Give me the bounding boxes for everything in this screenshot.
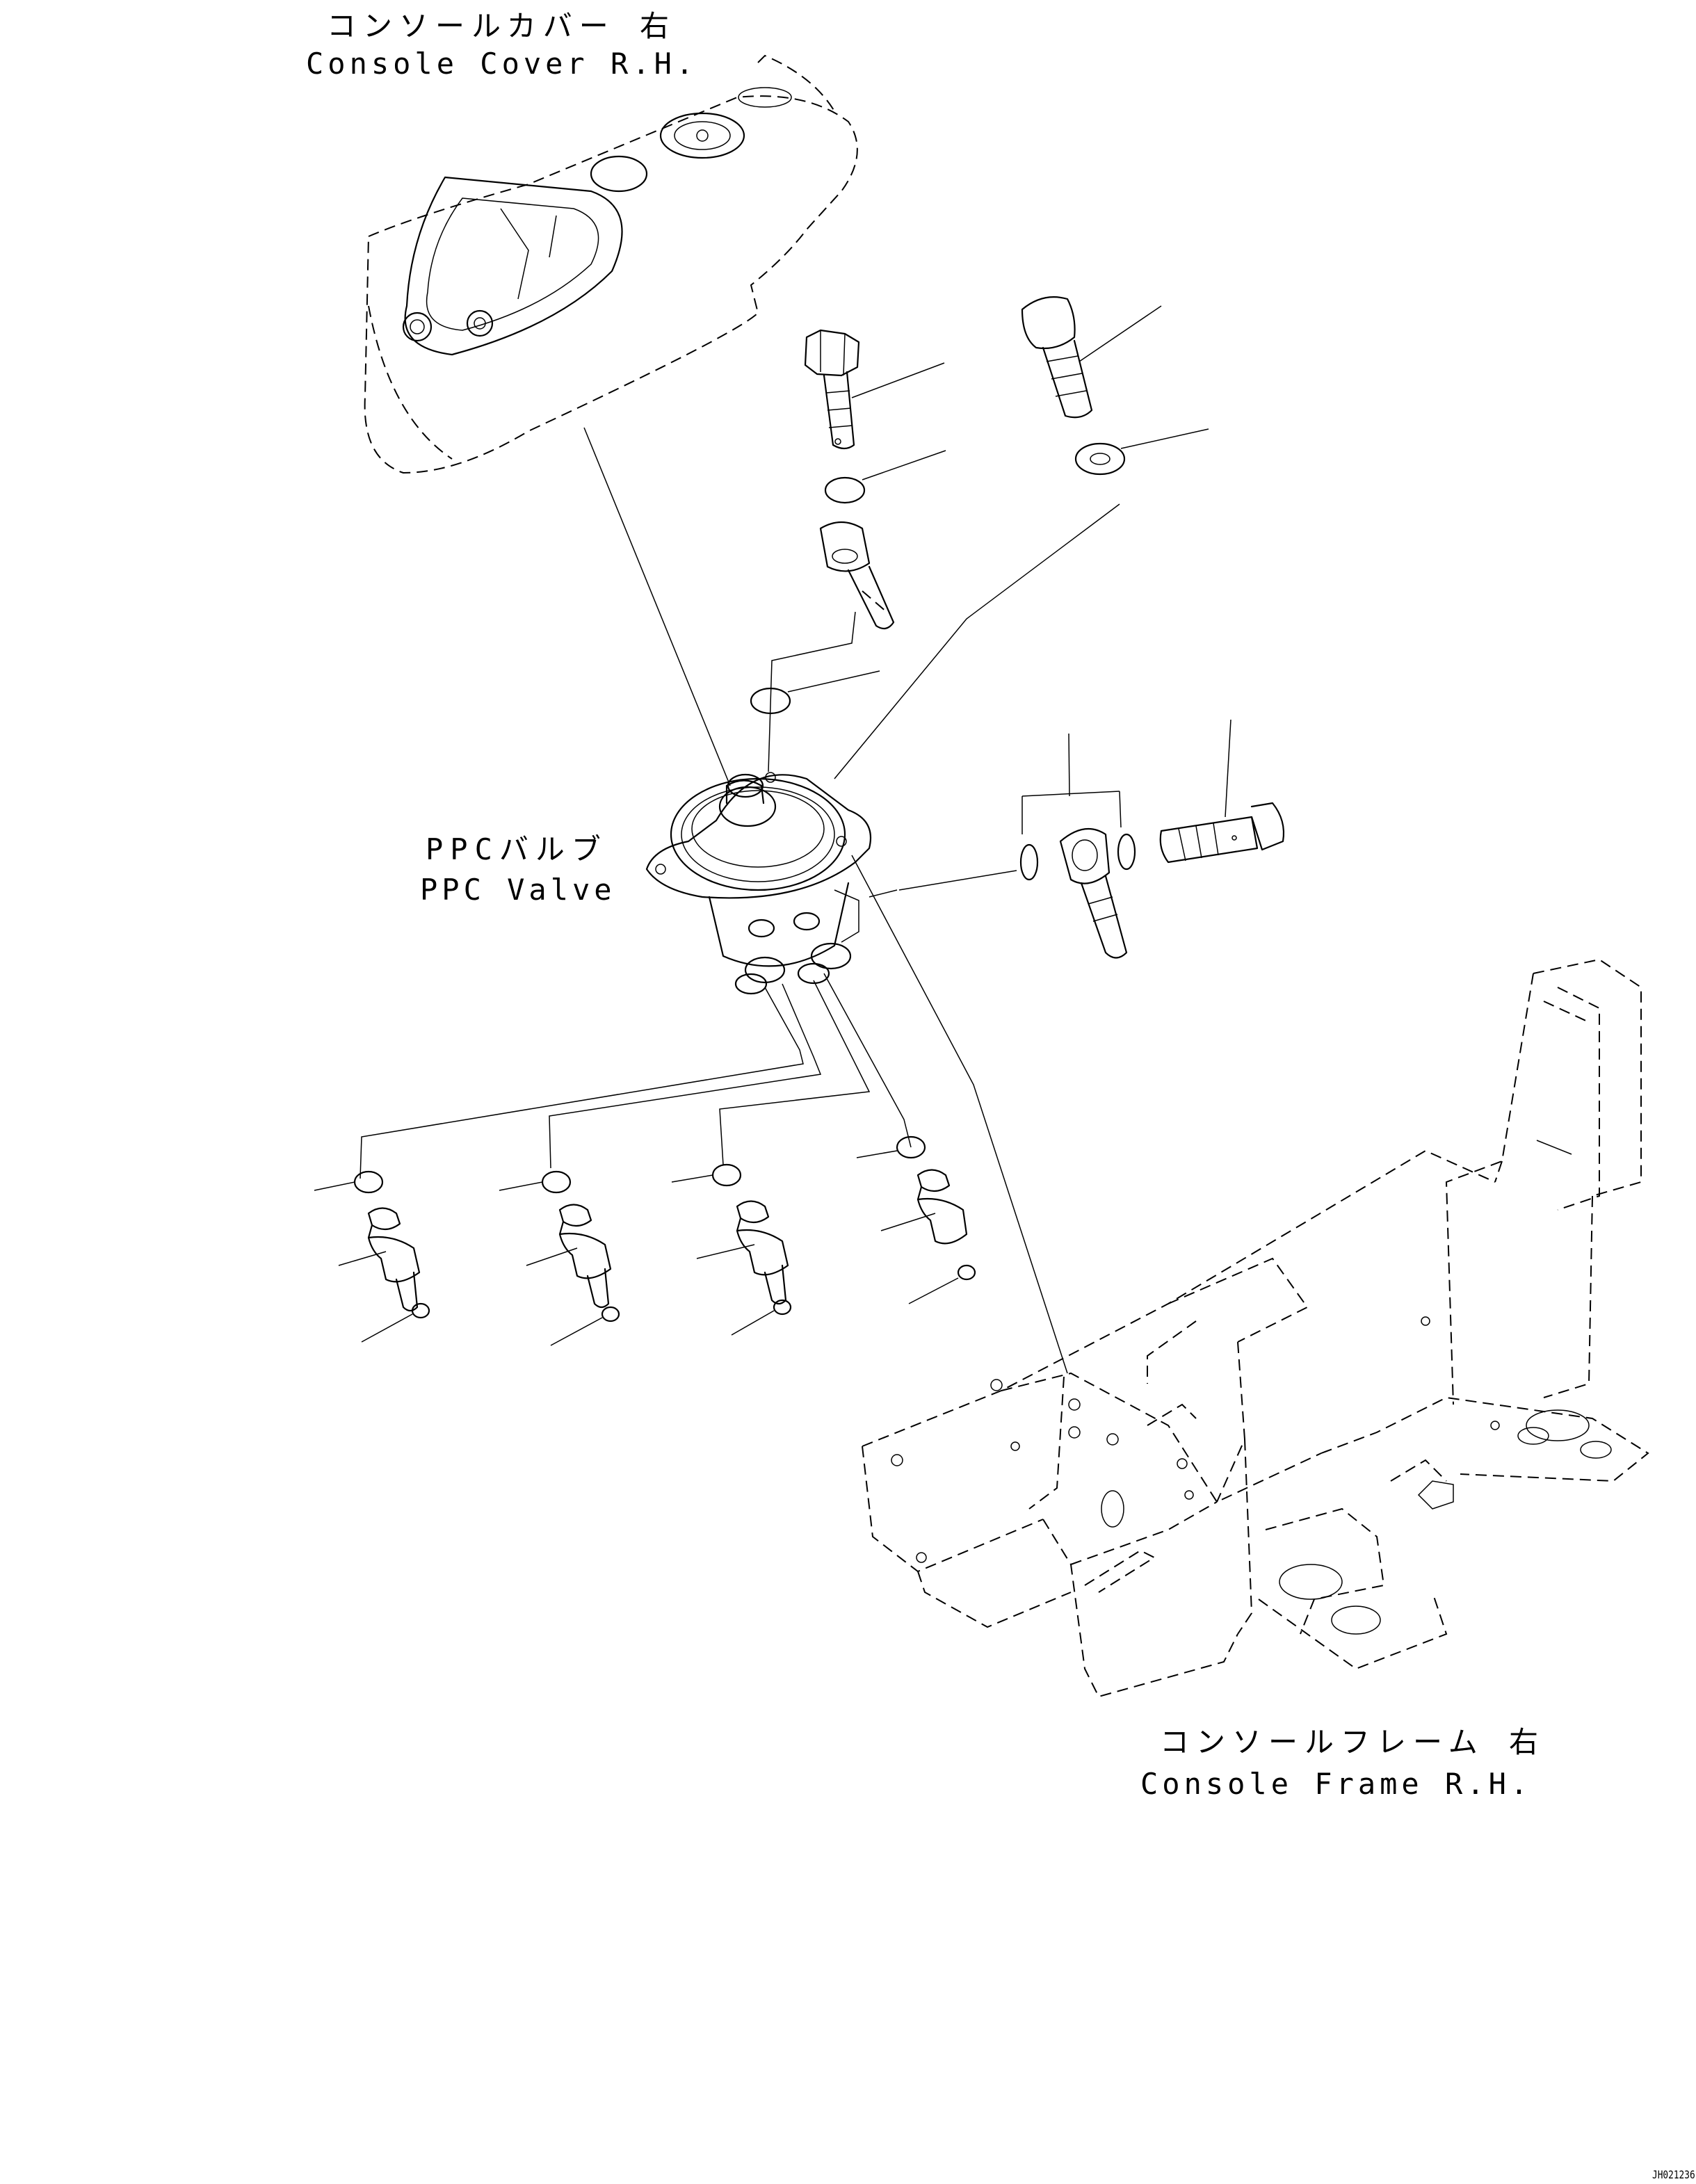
washer-part [1074, 428, 1209, 476]
port-fitting-assembly-4 [856, 1135, 976, 1304]
o-ring-part [750, 687, 791, 715]
o-ring-part [824, 476, 866, 504]
ppc-valve-label-en: PPC Valve [420, 873, 616, 907]
console-cover-label-ja: コンソールカバー 右 [327, 9, 677, 43]
console-frame-part [862, 958, 1649, 1698]
console-frame-label-en: Console Frame R.H. [1140, 1767, 1533, 1801]
console-cover-part [364, 54, 858, 474]
port-fitting-assembly-1 [314, 1170, 430, 1343]
drawing-code: JH021236 [1652, 2168, 1695, 2181]
port-fitting-assembly-3 [671, 1163, 792, 1336]
bolt-part [1021, 296, 1162, 419]
fitting-part [819, 521, 895, 630]
console-cover-label-en: Console Cover R.H. [306, 47, 698, 81]
port-fitting-assembly-2 [499, 1170, 620, 1346]
ppc-valve-label-ja: PPCバルブ [426, 832, 608, 866]
console-frame-label-ja: コンソールフレーム 右 [1160, 1725, 1546, 1759]
joint-pin-part [898, 719, 1285, 959]
hex-bolt-part [804, 329, 945, 450]
ppc-valve-part [645, 772, 898, 995]
